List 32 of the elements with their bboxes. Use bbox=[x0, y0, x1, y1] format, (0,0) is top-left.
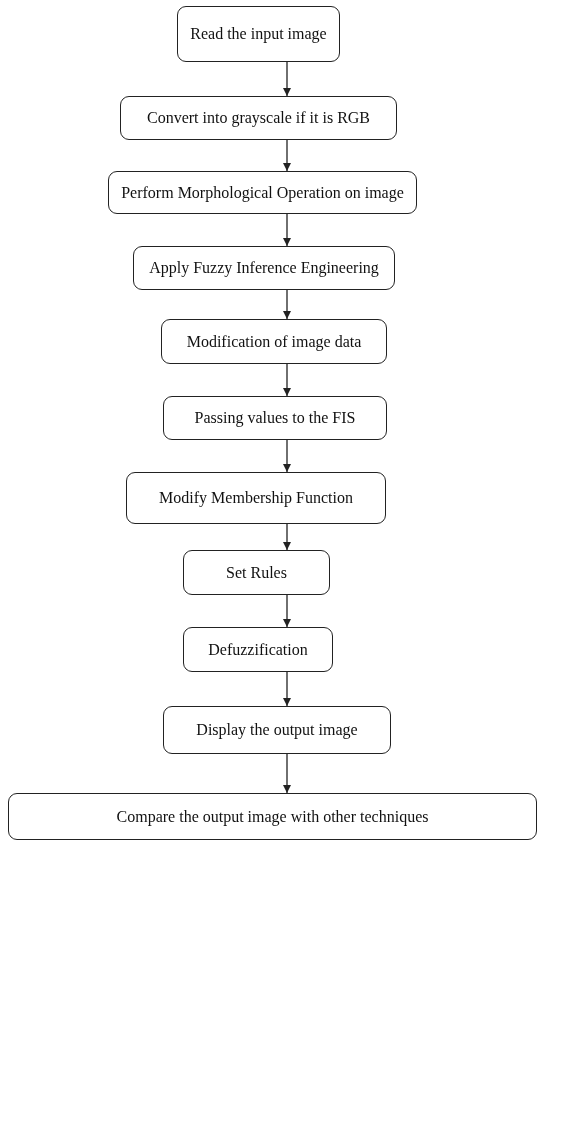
process-box bbox=[133, 246, 395, 290]
step-label: Apply Fuzzy Inference Engineering bbox=[149, 259, 379, 277]
step-label: Read the input image bbox=[190, 25, 327, 43]
arrow bbox=[283, 213, 291, 247]
process-box bbox=[108, 171, 417, 214]
process-box bbox=[126, 472, 386, 524]
arrow bbox=[283, 439, 291, 473]
step-label: Modification of image data bbox=[186, 332, 362, 351]
arrow bbox=[283, 523, 291, 551]
process-box bbox=[183, 550, 330, 595]
process-box bbox=[177, 6, 340, 62]
process-box bbox=[120, 96, 397, 140]
step-label: Passing values to the FIS bbox=[194, 409, 356, 427]
step-label: Display the output image bbox=[196, 721, 358, 739]
process-box bbox=[163, 396, 387, 440]
step-label: Modify Membership Function bbox=[159, 489, 353, 507]
arrow bbox=[283, 363, 291, 397]
process-box bbox=[8, 793, 537, 840]
arrow bbox=[283, 139, 291, 172]
arrow bbox=[283, 671, 291, 707]
process-box bbox=[161, 319, 387, 364]
arrow bbox=[283, 753, 291, 794]
arrow bbox=[283, 61, 291, 97]
step-label: Defuzzification bbox=[208, 640, 308, 659]
step-label: Compare the output image with other techniques bbox=[116, 807, 429, 826]
process-box bbox=[163, 706, 391, 754]
step-label: Perform Morphological Operation on image bbox=[121, 183, 404, 202]
arrow bbox=[283, 289, 291, 320]
step-label: Convert into grayscale if it is RGB bbox=[146, 109, 371, 127]
process-box bbox=[183, 627, 333, 672]
arrow bbox=[283, 594, 291, 628]
step-label: Set Rules bbox=[226, 563, 287, 582]
